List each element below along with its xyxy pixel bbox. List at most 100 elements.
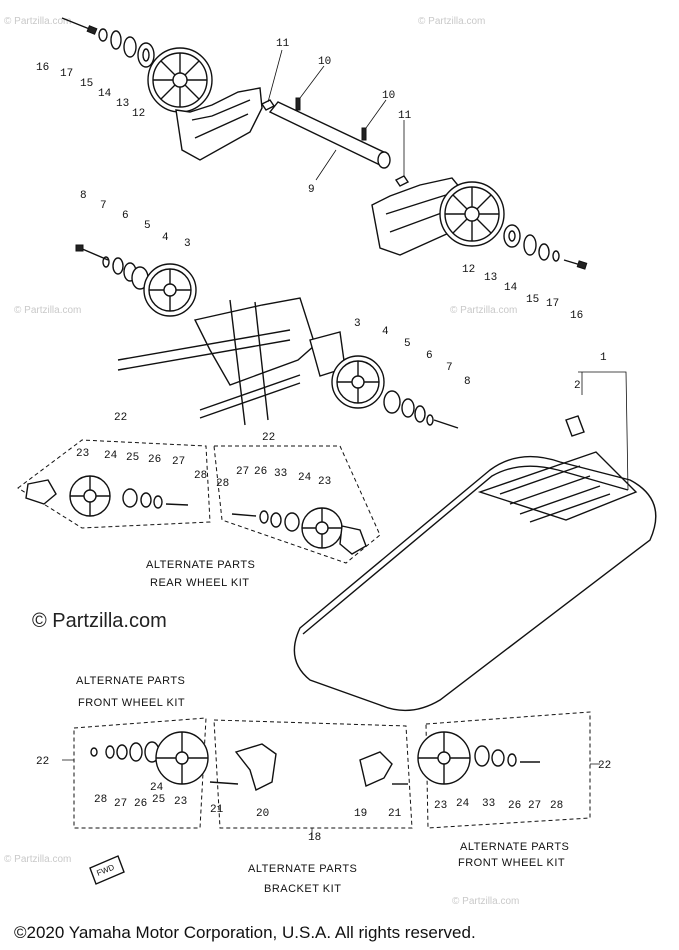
- bearing-13a: [137, 42, 155, 68]
- kit-box-22b: [213, 445, 381, 564]
- callout-26: 26: [148, 454, 161, 466]
- washer-26c: [116, 744, 128, 760]
- callout-22: 22: [262, 432, 275, 444]
- bearing-24d: [474, 745, 490, 767]
- bearing-13b: [503, 224, 521, 248]
- washer-17a: [98, 28, 108, 42]
- track-cleats: [477, 451, 638, 521]
- leader-lines: [267, 49, 405, 181]
- front-wheel-kit-caption-line2: FRONT WHEEL KIT: [78, 697, 185, 709]
- callout-8: 8: [464, 376, 471, 388]
- washer-6a: [112, 257, 124, 275]
- callout-21: 21: [210, 804, 224, 816]
- callout-1: 1: [600, 352, 607, 364]
- callout-23: 23: [76, 448, 89, 460]
- clip-2: [565, 415, 585, 437]
- callout-22: 22: [114, 412, 127, 424]
- callout-26: 26: [134, 798, 147, 810]
- ring-25c: [129, 742, 143, 762]
- ring-5b: [401, 398, 415, 418]
- callout-28: 28: [550, 800, 563, 812]
- callout-23: 23: [434, 800, 447, 812]
- callout-11: 11: [398, 110, 412, 122]
- rear-wheel-kit-caption-line1: ALTERNATE PARTS: [146, 559, 255, 571]
- washer-26a: [153, 495, 163, 509]
- bolt-21a: [209, 781, 239, 785]
- bolt-head-16a: [86, 25, 98, 35]
- callout-21: 21: [388, 808, 402, 820]
- kit-box-22c: [73, 717, 207, 829]
- bolt-8a: [79, 247, 109, 261]
- callout-13: 13: [484, 272, 497, 284]
- washer-7a: [102, 256, 110, 268]
- bolt-8b: [433, 419, 459, 429]
- ring-14a: [123, 36, 137, 58]
- bolt-16a: [61, 17, 93, 31]
- bearing-4b: [383, 390, 401, 414]
- ring-33a: [270, 512, 282, 528]
- callout-27: 27: [528, 800, 541, 812]
- callout-7: 7: [446, 362, 453, 374]
- bracket-a: [25, 479, 57, 505]
- bolt-28b: [231, 513, 257, 517]
- upper-axle-assembly: [61, 17, 588, 270]
- callout-19: 19: [354, 808, 367, 820]
- callout-2: 2: [574, 380, 581, 392]
- callout-4: 4: [162, 232, 169, 244]
- callout-24: 24: [456, 798, 470, 810]
- ring-14b: [523, 234, 537, 256]
- watermark-text: © Partzilla.com: [450, 305, 517, 316]
- washer-7b: [426, 414, 434, 426]
- callout-11: 11: [276, 38, 290, 50]
- bracket-19: [359, 751, 393, 787]
- callout-14: 14: [98, 88, 112, 100]
- captions: ALTERNATE PARTS REAR WHEEL KIT ALTERNATE…: [76, 559, 569, 895]
- callout-28: 28: [194, 470, 207, 482]
- callout-17: 17: [546, 298, 559, 310]
- washer-26b: [259, 510, 269, 524]
- callout-15: 15: [80, 78, 93, 90]
- bearing-24a: [122, 488, 138, 508]
- callout-22: 22: [598, 760, 611, 772]
- callout-27: 27: [172, 456, 185, 468]
- center-frame: [193, 297, 316, 386]
- callout-14: 14: [504, 282, 518, 294]
- washer-26d: [507, 753, 517, 767]
- callout-23: 23: [318, 476, 331, 488]
- callout-3: 3: [354, 318, 361, 330]
- washer-6b: [414, 405, 426, 423]
- callout-17: 17: [60, 68, 73, 80]
- bracket-kit-caption-line2: BRACKET KIT: [264, 883, 341, 895]
- wheel-3a: [143, 263, 197, 317]
- callout-26: 26: [508, 800, 521, 812]
- callout-22: 22: [36, 756, 49, 768]
- callout-5: 5: [144, 220, 151, 232]
- axle-tube-9: [268, 101, 390, 166]
- washer-15a: [110, 30, 122, 50]
- callout-4: 4: [382, 326, 389, 338]
- callout-18: 18: [308, 832, 321, 844]
- track-assembly: [293, 371, 657, 712]
- partzilla-watermark: © Partzilla.com: [32, 610, 167, 632]
- callout-28: 28: [216, 478, 229, 490]
- callout-24: 24: [104, 450, 118, 462]
- wheel-3b: [331, 355, 385, 409]
- callout-16: 16: [36, 62, 49, 74]
- callout-6: 6: [122, 210, 129, 222]
- callout-27: 27: [236, 466, 249, 478]
- watermark-text: © Partzilla.com: [4, 16, 71, 27]
- bolt-28a: [165, 503, 189, 506]
- callout-27: 27: [114, 798, 127, 810]
- track-belt: [293, 455, 657, 712]
- rear-wheel-kit-caption-line2: REAR WHEEL KIT: [150, 577, 250, 589]
- washer-27c: [105, 745, 115, 759]
- callout-25: 25: [152, 794, 165, 806]
- watermark-text: © Partzilla.com: [418, 16, 485, 27]
- watermark-text: © Partzilla.com: [4, 854, 71, 865]
- callout-28: 28: [94, 794, 107, 806]
- callout-20: 20: [256, 808, 269, 820]
- pin-10a: [295, 97, 301, 111]
- bracket-b: [339, 525, 367, 555]
- callout-33: 33: [482, 798, 495, 810]
